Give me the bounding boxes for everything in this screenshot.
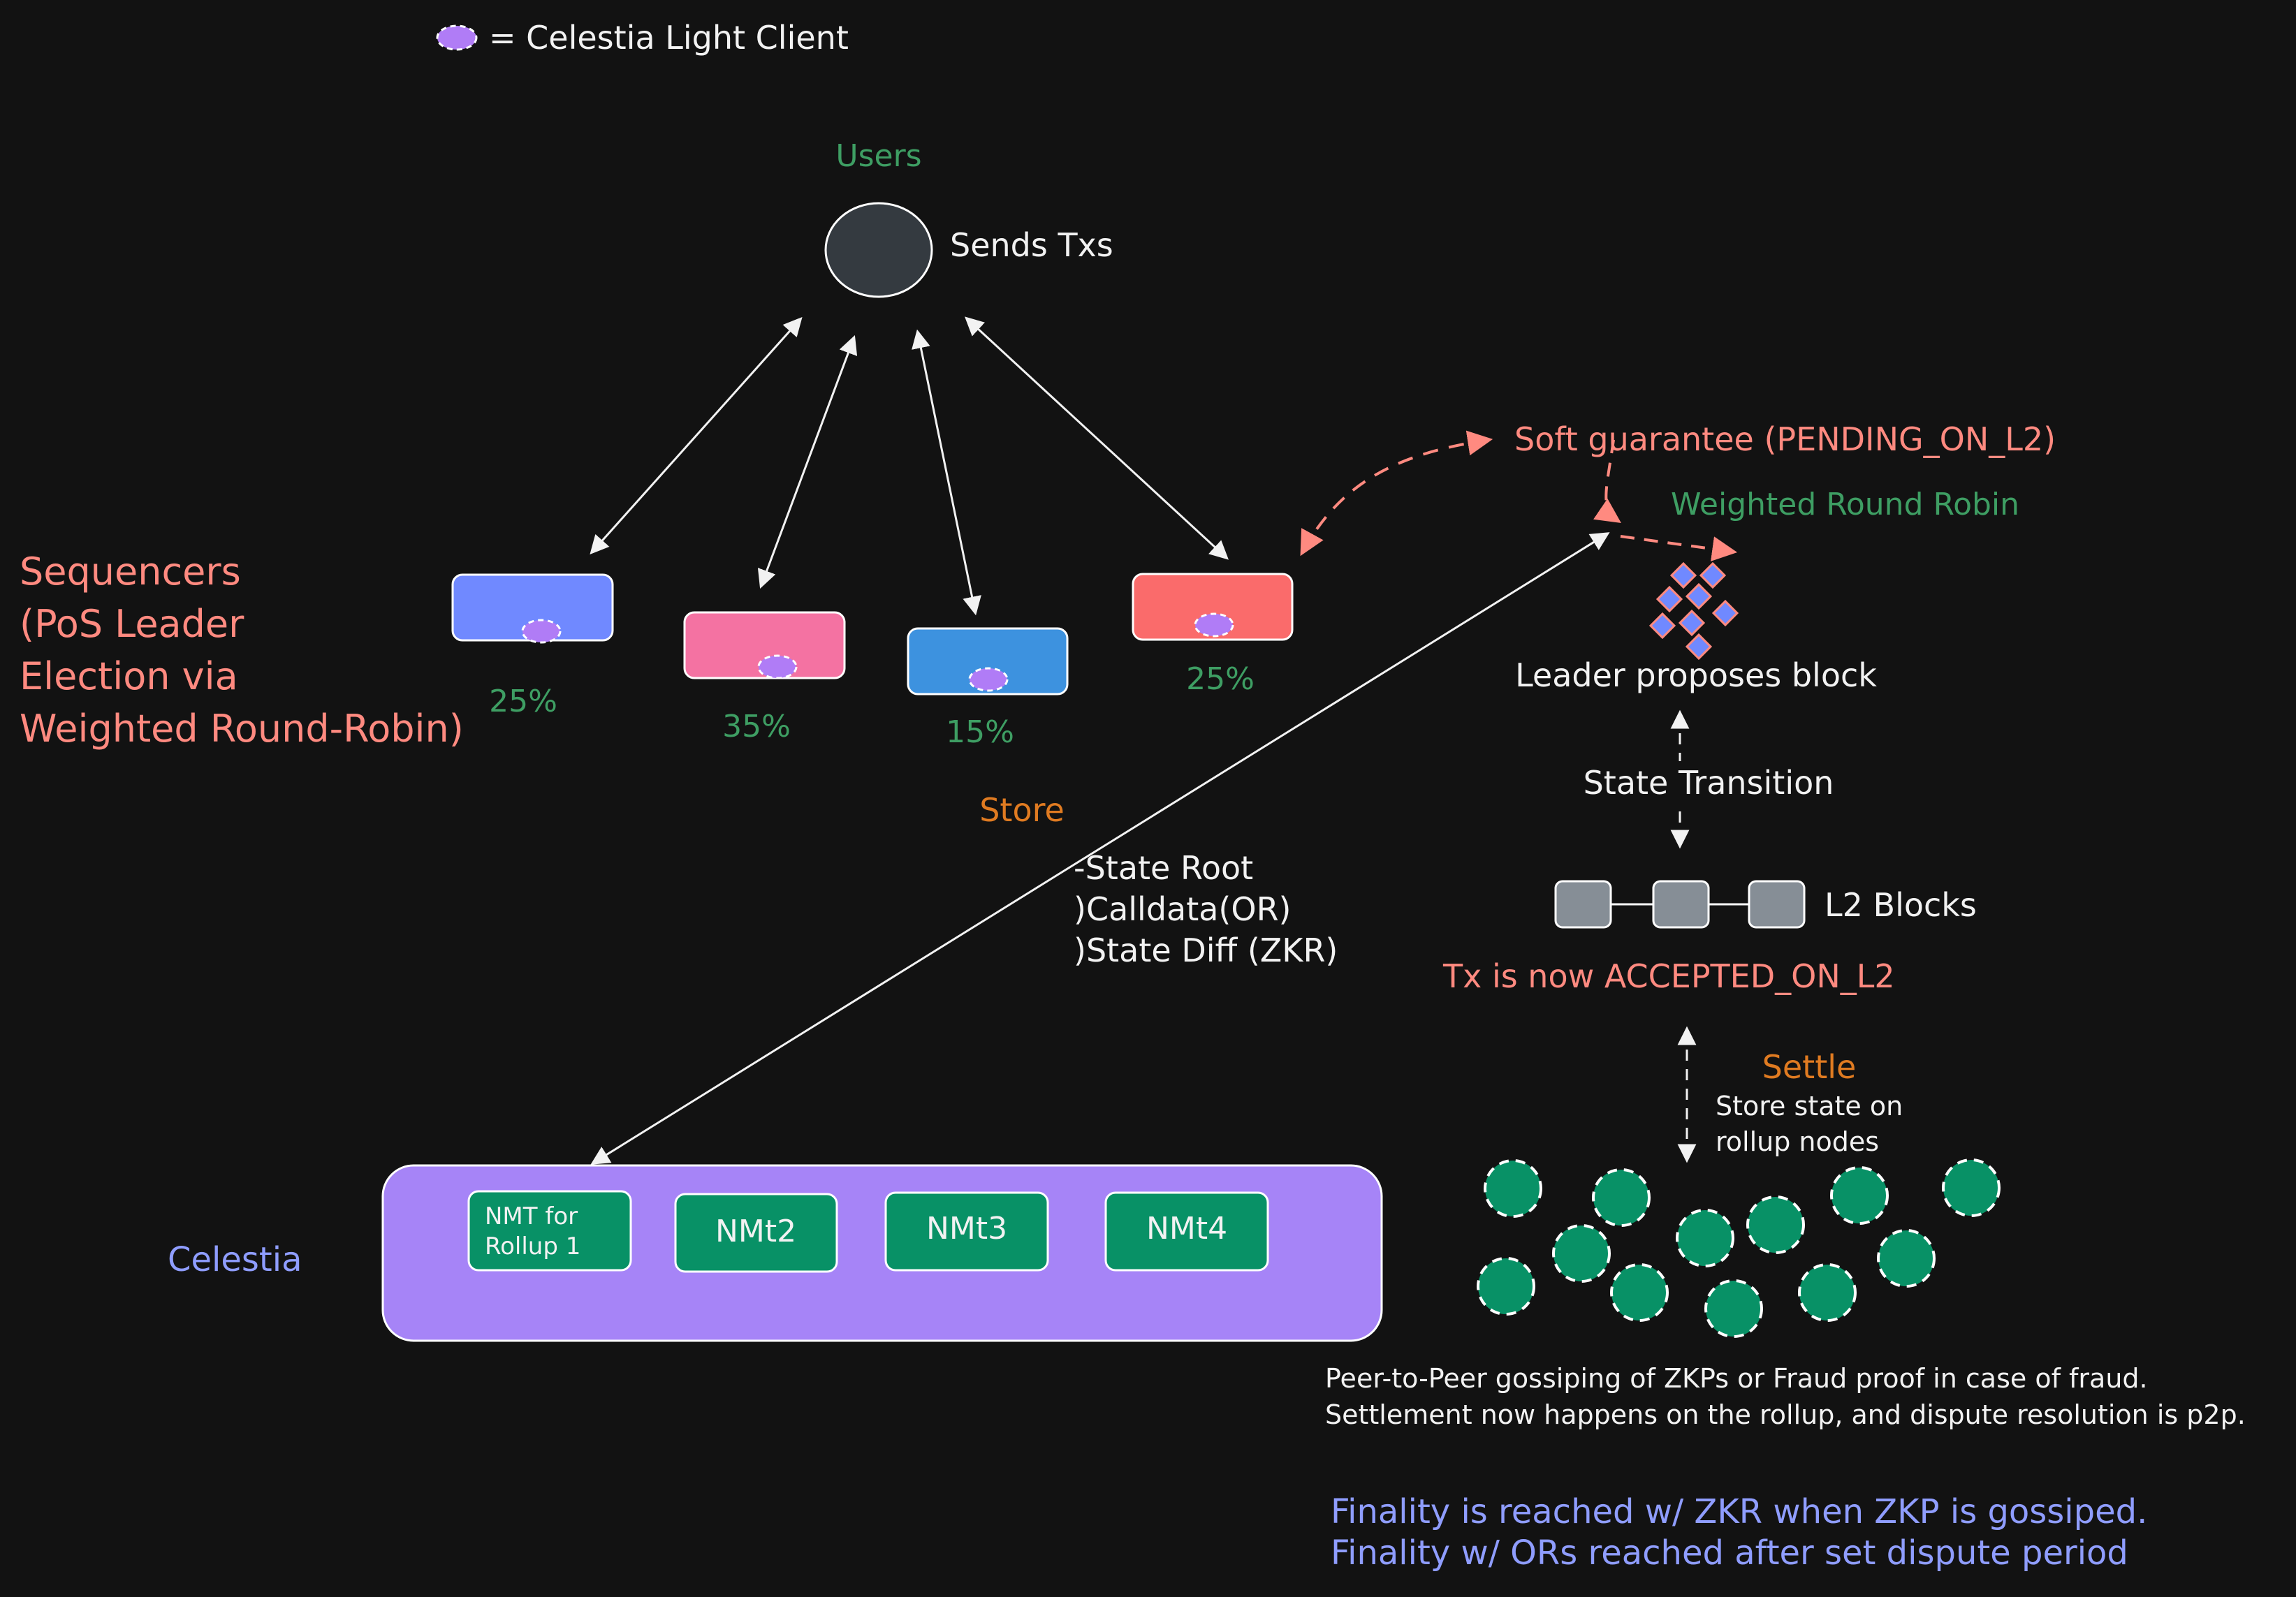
rollup-node bbox=[1676, 1209, 1734, 1267]
rollup-node bbox=[1830, 1166, 1889, 1225]
settle-line-1: Store state on bbox=[1716, 1091, 1903, 1121]
rollup-node bbox=[1704, 1279, 1763, 1338]
arrow-user-seq3 bbox=[912, 329, 981, 616]
light-client-icon bbox=[521, 619, 562, 644]
l2-block bbox=[1748, 880, 1806, 929]
store-line-1: -State Root bbox=[1074, 849, 1253, 887]
settle-title: Settle bbox=[1762, 1048, 1857, 1086]
rollup-node bbox=[1592, 1168, 1651, 1227]
sequencer-node-2[interactable]: 35% bbox=[683, 611, 846, 744]
accepted-label: Tx is now ACCEPTED_ON_L2 bbox=[1442, 957, 1895, 995]
store-line-2: )Calldata(OR) bbox=[1074, 890, 1292, 928]
p2p-line-1: Peer-to-Peer gossiping of ZKPs or Fraud … bbox=[1325, 1363, 2148, 1394]
soft-guarantee-arrow bbox=[1300, 430, 1493, 557]
arrow-user-seq4 bbox=[965, 316, 1229, 560]
settle-line-2: rollup nodes bbox=[1716, 1126, 1879, 1157]
sequencers-title-line-4: Weighted Round-Robin) bbox=[20, 707, 464, 751]
svg-text:NMt4: NMt4 bbox=[1146, 1211, 1227, 1246]
user-node[interactable] bbox=[824, 202, 933, 298]
rollup-node bbox=[1484, 1159, 1542, 1218]
round-robin-arrow bbox=[1606, 439, 1732, 552]
finality-line-1: Finality is reached w/ ZKR when ZKP is g… bbox=[1331, 1492, 2147, 1531]
store-line-3: )State Diff (ZKR) bbox=[1074, 932, 1338, 969]
sequencers-title-line-2: (PoS Leader bbox=[20, 602, 244, 646]
l2-blocks: L2 Blocks bbox=[1554, 880, 1977, 929]
rollup-node bbox=[1610, 1263, 1669, 1322]
rollup-node bbox=[1552, 1224, 1611, 1283]
leader-cluster-icon bbox=[1648, 561, 1739, 661]
leader-label: Leader proposes block bbox=[1515, 656, 1877, 694]
legend-label: = Celestia Light Client bbox=[489, 19, 849, 57]
celestia-label: Celestia bbox=[168, 1240, 302, 1279]
rollup-node bbox=[1477, 1257, 1535, 1316]
sequencers-title-line-1: Sequencers bbox=[20, 550, 241, 594]
p2p-line-2: Settlement now happens on the rollup, an… bbox=[1325, 1399, 2246, 1430]
sequencer-share: 25% bbox=[489, 684, 557, 719]
nmt-4[interactable]: NMt4 bbox=[1104, 1191, 1269, 1272]
users-group: Users Sends Txs bbox=[824, 138, 1113, 298]
nmt-2[interactable]: NMt2 bbox=[674, 1193, 838, 1273]
soft-guarantee-label: Soft guarantee (PENDING_ON_L2) bbox=[1514, 420, 2056, 458]
rollup-node bbox=[1798, 1263, 1857, 1322]
sequencer-node-3[interactable]: 15% bbox=[907, 627, 1069, 750]
store-title: Store bbox=[979, 791, 1065, 829]
sequencer-share: 25% bbox=[1186, 661, 1255, 697]
state-transition-label: State Transition bbox=[1584, 764, 1834, 802]
sequencer-share: 15% bbox=[946, 714, 1014, 750]
nmt-3[interactable]: NMt3 bbox=[884, 1191, 1049, 1272]
l2-block bbox=[1554, 880, 1612, 929]
arrow-user-seq1 bbox=[590, 316, 803, 555]
svg-text:NMt3: NMt3 bbox=[926, 1211, 1007, 1246]
state-transition-backdrop bbox=[1565, 761, 1858, 803]
user-sequencer-arrows bbox=[590, 316, 1229, 616]
arrow-user-seq2 bbox=[757, 334, 858, 589]
sequencer-node-4[interactable]: 25% bbox=[1132, 573, 1294, 697]
sequencers-title: Sequencers (PoS Leader Election via Weig… bbox=[20, 550, 464, 751]
light-client-icon bbox=[1194, 612, 1234, 638]
svg-text:Rollup 1: Rollup 1 bbox=[485, 1232, 580, 1260]
legend: = Celestia Light Client bbox=[436, 19, 849, 57]
rollup-nodes bbox=[1477, 1158, 2001, 1338]
sends-txs-label: Sends Txs bbox=[950, 226, 1113, 264]
rollup-node bbox=[1942, 1158, 2001, 1217]
nmt-rollup-1[interactable]: NMT for Rollup 1 bbox=[467, 1190, 632, 1272]
sequencers-title-line-3: Election via bbox=[20, 654, 238, 698]
sequencer-share: 35% bbox=[722, 709, 791, 744]
round-robin-label: Weighted Round Robin bbox=[1671, 487, 2019, 522]
light-client-icon bbox=[436, 24, 478, 51]
l2-block bbox=[1652, 880, 1710, 929]
l2-blocks-label: L2 Blocks bbox=[1825, 886, 1977, 924]
light-client-icon bbox=[757, 654, 798, 679]
users-title: Users bbox=[835, 138, 921, 174]
svg-text:NMT for: NMT for bbox=[485, 1202, 578, 1230]
svg-text:NMt2: NMt2 bbox=[715, 1214, 796, 1249]
light-client-icon bbox=[968, 667, 1009, 692]
sequencer-node-1[interactable]: 25% bbox=[451, 573, 614, 719]
rollup-node bbox=[1877, 1229, 1936, 1288]
store-arrow bbox=[590, 532, 1610, 1165]
rollup-node bbox=[1746, 1195, 1805, 1254]
finality-line-2: Finality w/ ORs reached after set disput… bbox=[1331, 1533, 2128, 1573]
